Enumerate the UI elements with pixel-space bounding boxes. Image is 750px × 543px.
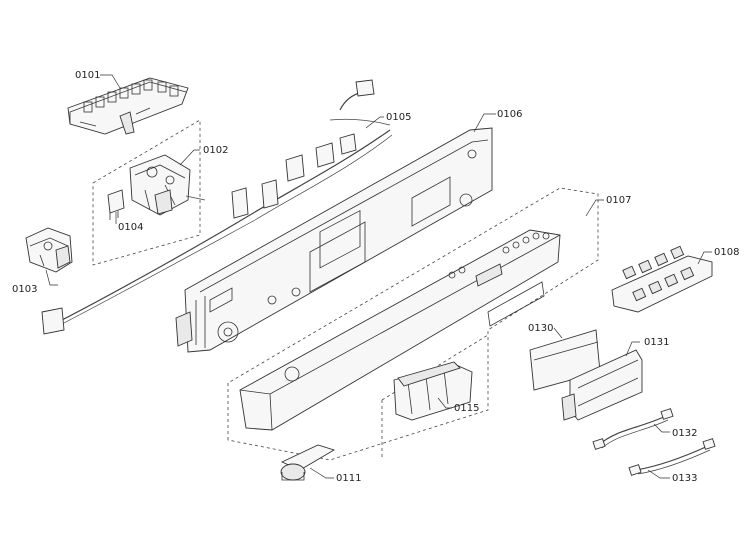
label-0106: 0106 (497, 109, 522, 120)
label-0132: 0132 (672, 428, 697, 439)
label-0115: 0115 (454, 403, 479, 414)
part-0133-cable (628, 438, 716, 476)
part-0115-handle (381, 334, 489, 460)
label-0107: 0107 (606, 195, 631, 206)
part-0108-switch-array (611, 245, 713, 313)
label-0103: 0103 (12, 284, 37, 295)
part-0103-module (25, 227, 73, 273)
label-0133: 0133 (672, 473, 697, 484)
part-0132-cable (592, 408, 674, 450)
label-0130: 0130 (528, 323, 553, 334)
part-0111-knob (280, 444, 336, 481)
part-0102-switch-unit (129, 154, 206, 216)
group-0107-outline (227, 187, 599, 461)
part-0131-display-module (561, 349, 643, 421)
part-0107-control-panel (239, 229, 561, 431)
label-0111: 0111 (336, 473, 361, 484)
part-0101-connector-block (67, 77, 189, 135)
part-0104-relay (107, 189, 125, 220)
label-0131: 0131 (644, 337, 669, 348)
label-0108: 0108 (714, 247, 739, 258)
label-0105: 0105 (386, 112, 411, 123)
label-0104: 0104 (118, 222, 143, 233)
part-0106-control-frame (175, 127, 493, 353)
label-0101: 0101 (75, 70, 100, 81)
leader-lines (45, 74, 712, 479)
part-0105-wiring-harness (41, 79, 393, 335)
label-0102: 0102 (203, 145, 228, 156)
